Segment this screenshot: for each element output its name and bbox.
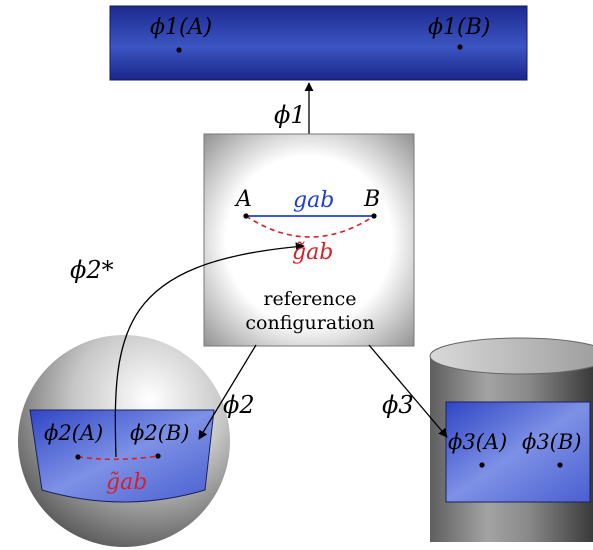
- cylinder-point-a: [479, 462, 485, 468]
- cylinder-point-a-label: ϕ3(A): [448, 430, 508, 454]
- sphere-patch: [29, 409, 215, 503]
- reference-metric-label: gab: [293, 188, 335, 213]
- phi2-arrow: [198, 344, 257, 440]
- reference-pulled-metric-label: g̃ab: [292, 240, 334, 265]
- cylinder-point-b: [557, 462, 563, 468]
- phi3-label: ϕ3: [382, 391, 414, 419]
- deformed-point-b-label: ϕ1(B): [428, 15, 491, 40]
- sphere-metric-curve: [77, 455, 159, 461]
- reference-point-a: [243, 213, 249, 219]
- cylinder-patch: [445, 401, 591, 503]
- reference-caption-line1: reference: [263, 288, 357, 310]
- reference-point-b-label: B: [364, 187, 381, 212]
- sphere-point-a: [75, 454, 81, 460]
- sphere-point-b-label: ϕ2(B): [130, 421, 190, 445]
- reference-point-a-label: A: [236, 187, 252, 212]
- phi3-arrow: [368, 344, 448, 438]
- phi1-label: ϕ1: [274, 101, 306, 129]
- cylinder-top: [429, 337, 593, 375]
- sphere-point-b: [155, 453, 161, 459]
- sphere-metric-label: g̃ab: [106, 470, 148, 495]
- deformed-point-a: [176, 47, 182, 53]
- reference-caption-line2: configuration: [245, 311, 375, 334]
- deformed-point-a-label: ϕ1(A): [150, 15, 213, 40]
- deformed-point-b: [457, 44, 463, 50]
- sphere-point-a-label: ϕ2(A): [44, 421, 104, 445]
- cylinder-point-b-label: ϕ3(B): [522, 430, 582, 454]
- deformed-plane: [109, 5, 528, 81]
- reference-box: [203, 133, 415, 347]
- phi2-pullback-label: ϕ2*: [70, 256, 114, 284]
- reference-pulled-metric-curve: [245, 215, 375, 238]
- reference-point-b: [371, 213, 377, 219]
- reference-caption: reference configuration: [230, 288, 390, 336]
- phi2-pullback-arrow: [114, 242, 305, 458]
- phi2-label: ϕ2: [223, 391, 255, 419]
